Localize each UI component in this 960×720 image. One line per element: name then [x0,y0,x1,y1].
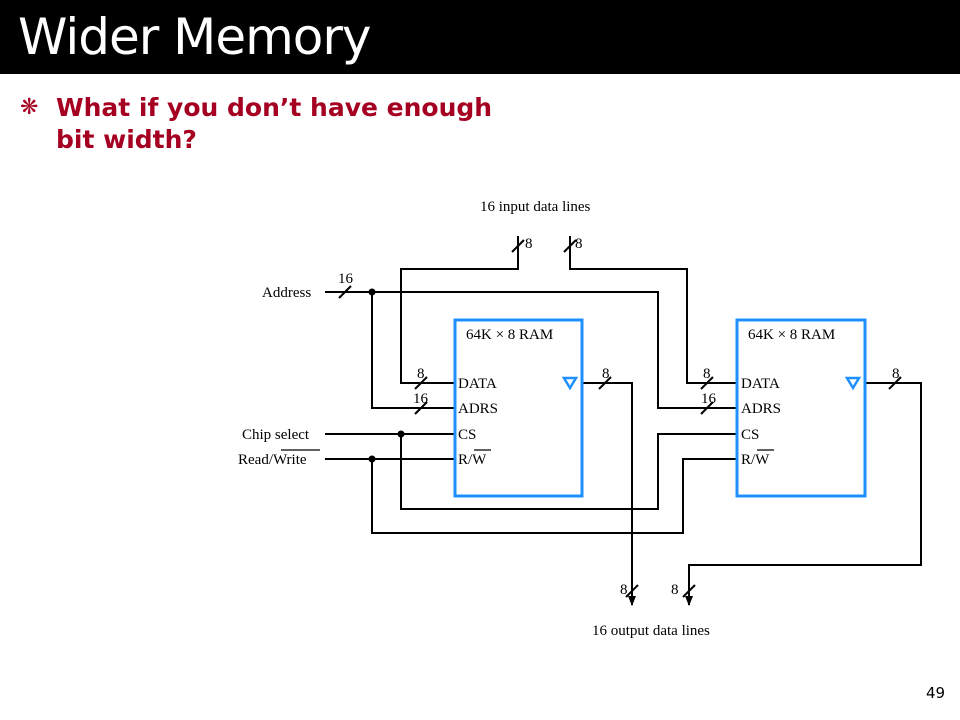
right-adrs-width: 16 [701,391,717,407]
chip-select-branch-wire [400,433,737,510]
ram-right-port-adrs: ADRS [741,401,781,417]
read-write-junction-dot [368,455,376,463]
junctions [368,288,405,463]
ram-block-left: 64K × 8 RAM DATA ADRS CS R/W [453,318,584,498]
input-bus-right-wire [569,236,737,384]
ram-left-port-rw: R/W [458,452,487,468]
ram-block-right: 64K × 8 RAM DATA ADRS CS R/W [735,318,867,498]
bus-slashes [338,239,902,598]
signal-labels: 16 input data lines Address Chip select … [238,199,710,639]
read-write-label: Read/Write [238,452,307,468]
bullet-line-1: What if you don’t have enough [56,93,493,122]
ram-left-box [453,318,584,498]
output-lines-label: 16 output data lines [592,623,710,639]
input-left-width: 8 [525,236,533,252]
input-bus-left-wire [400,236,519,384]
address-branch-left-wire [371,292,455,409]
address-slash [338,285,352,299]
chip-select-junction-dot [397,430,405,438]
input-left-slash [511,239,525,253]
right-data-slash [700,376,714,390]
output-left-wire [582,382,636,606]
address-wire [325,291,737,409]
ram-left-port-cs: CS [458,427,476,443]
left-out-slash [598,376,612,390]
asterisk-bullet-icon: ❋ [20,95,39,120]
input-right-slash [563,239,577,253]
slide-title: Wider Memory [18,8,372,66]
output-right-wire [685,382,922,606]
input-right-width: 8 [575,236,583,252]
input-lines-label: 16 input data lines [480,199,591,215]
bullet-line-2: bit width? [56,125,197,154]
ram-left-port-adrs: ADRS [458,401,498,417]
read-write-branch-wire [371,458,737,534]
left-data-width: 8 [417,366,425,382]
left-out-width: 8 [602,366,610,382]
output-right-width: 8 [671,582,679,598]
left-adrs-slash [414,401,428,415]
right-out-width: 8 [892,366,900,382]
ram-right-tristate-icon [844,376,862,391]
ram-right-port-rw: R/W [741,452,770,468]
output-left-width: 8 [620,582,628,598]
output-right-slash [682,584,696,598]
page-number: 49 [926,684,946,702]
right-data-width: 8 [703,366,711,382]
right-adrs-slash [700,401,714,415]
width-labels: 8 8 16 8 16 8 8 16 8 8 8 [338,236,900,598]
ram-right-title: 64K × 8 RAM [748,327,835,343]
ram-left-port-data: DATA [458,376,497,392]
address-width: 16 [338,271,354,287]
ram-right-port-cs: CS [741,427,759,443]
ram-right-port-data: DATA [741,376,780,392]
output-left-slash [625,584,639,598]
ram-right-box [735,318,867,498]
ram-left-title: 64K × 8 RAM [466,327,553,343]
bullet-text: What if you don’t have enough bit width? [56,92,536,156]
ram-left-tristate-icon [561,376,579,391]
left-adrs-width: 16 [413,391,429,407]
right-out-slash [888,376,902,390]
address-junction-dot [368,288,376,296]
title-bar: Wider Memory [0,0,960,74]
address-label: Address [262,285,311,301]
chip-select-label: Chip select [242,427,310,443]
wires [325,236,922,606]
left-data-slash [414,376,428,390]
